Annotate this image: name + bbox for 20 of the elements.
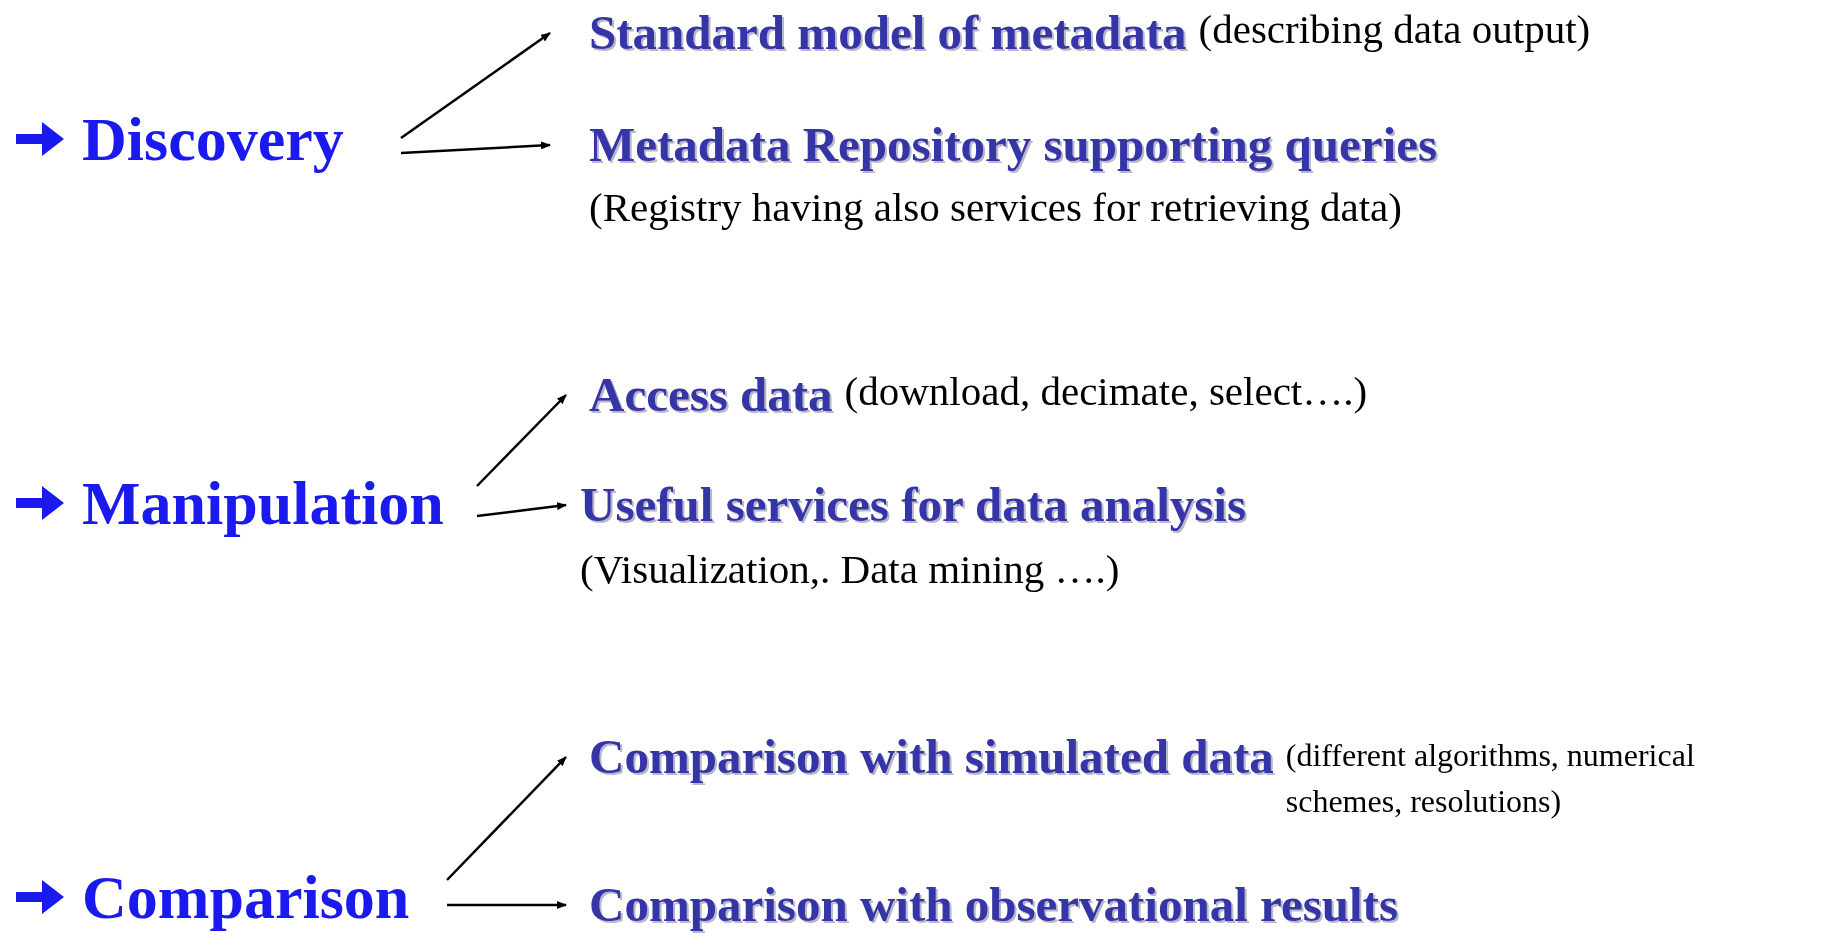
item-note: (download, decimate, select….) (844, 368, 1368, 414)
item-heading: Standard model of metadata (589, 6, 1187, 60)
arrow (400, 31, 551, 140)
topic-heading: Manipulation (82, 470, 444, 536)
item-note: (Registry having also services for retrieving data) (589, 184, 1403, 230)
arrow (476, 394, 567, 487)
item-heading: Useful services for data analysis (580, 478, 1246, 532)
item-heading: Comparison with observational results (589, 878, 1398, 932)
arrow (476, 502, 567, 518)
topic-heading: Comparison (82, 864, 410, 930)
item-note: (different algorithms, numerical schemes, resolutions) (1285, 736, 1696, 821)
item-heading: Access data (589, 368, 833, 422)
arrow (446, 756, 567, 881)
item-note: (Visualization,. Data mining ….) (580, 546, 1121, 592)
topic-heading: Discovery (82, 106, 344, 172)
item-heading: Metadata Repository supporting queries (589, 118, 1437, 172)
item-heading: Comparison with simulated data (589, 730, 1274, 784)
arrow (447, 901, 567, 909)
item-note: (describing data output) (1198, 6, 1591, 52)
arrow (400, 141, 551, 155)
